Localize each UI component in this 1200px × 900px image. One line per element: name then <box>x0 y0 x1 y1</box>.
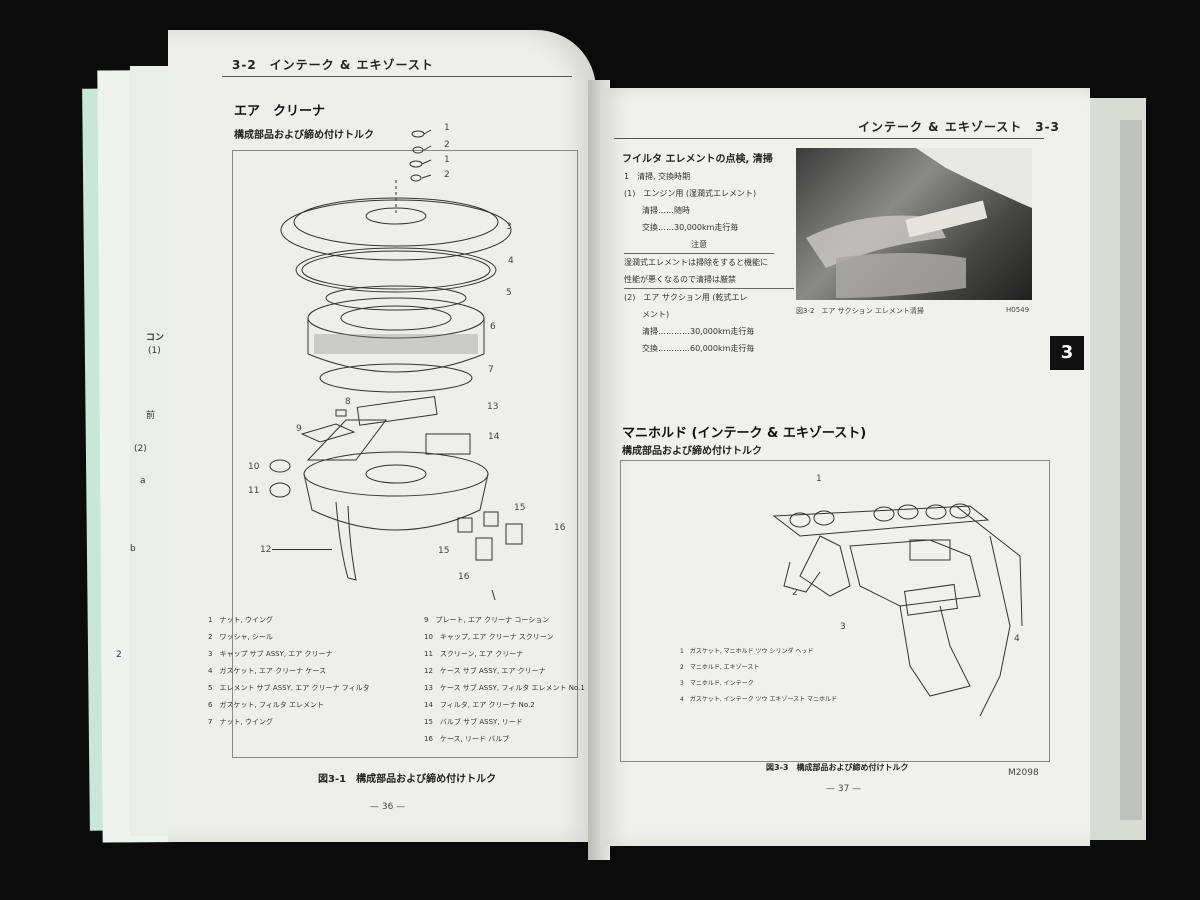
parts-list-item: 2 ワッシャ, シール <box>208 633 273 641</box>
right-header-rule <box>614 138 1044 139</box>
callout-number: 14 <box>488 432 500 442</box>
air-cleaner-diagram <box>269 129 523 600</box>
callout-number: 1 <box>444 155 450 165</box>
parts-list-item: 16 ケース, リード バルブ <box>424 735 510 743</box>
filter-line: 湿潤式エレメントは掃除をすると機能に <box>624 258 768 267</box>
filter-note-label: 注意 <box>624 236 774 254</box>
leader-line <box>272 549 332 550</box>
figure-caption: 図3-1 構成部品および締め付けトルク <box>318 774 497 785</box>
callout-number: 15 <box>438 546 450 556</box>
under-fragment: コン <box>146 333 165 343</box>
right-section-header: インテーク & エキゾースト 3-3 <box>858 120 1060 134</box>
manifold-figure-frame <box>620 460 1050 762</box>
callout-number: 16 <box>554 523 566 533</box>
callout-number: 6 <box>490 322 496 332</box>
callout-number: 15 <box>514 503 526 513</box>
callout-number: 2 <box>444 140 450 150</box>
right-page-edge-shadow <box>1120 120 1142 820</box>
filter-line: (2) エア サクション用 (乾式エレ <box>624 288 794 306</box>
callout-number: 12 <box>260 545 272 555</box>
manifold-code: M2098 <box>1008 768 1039 778</box>
callout-number: 1 <box>444 123 450 133</box>
manifold-parts-item: 2 マニホルド, エキゾースト <box>680 664 760 671</box>
manifold-parts-item: 3 マニホルド, インテーク <box>680 680 754 687</box>
parts-list-item: 1 ナット, ウイング <box>208 616 273 624</box>
parts-list-item: 6 ガスケット, フィルタ エレメント <box>208 701 324 709</box>
callout-number: 11 <box>248 486 260 496</box>
parts-list-item: 10 キャップ, エア クリーナ スクリーン <box>424 633 554 641</box>
parts-list-item: 4 ガスケット, エア クリーナ ケース <box>208 667 327 675</box>
manifold-callout: 1 <box>816 474 822 484</box>
filter-line: 清掃…………30,000km走行毎 <box>642 327 755 336</box>
under-fragment: 2 <box>116 650 122 660</box>
parts-list-item: 11 スクリーン, エア クリーナ <box>424 650 524 658</box>
left-page <box>168 30 596 842</box>
photo-code: H0549 <box>1006 306 1030 314</box>
manifold-parts-list: 1 ガスケット, マニホルド ツウ シリンダ ヘッド 2 マニホルド, エキゾー… <box>680 644 920 708</box>
filter-line: (1) エンジン用 (湿潤式エレメント) <box>624 189 757 198</box>
filter-cleaning-photo <box>796 148 1032 300</box>
parts-list-item: 12 ケース サブ ASSY, エア クリーナ <box>424 667 546 675</box>
callout-number: 16 <box>458 572 470 582</box>
filter-line: 清掃……随時 <box>642 206 690 215</box>
parts-list-item: 14 フィルタ, エア クリーナ No.2 <box>424 701 535 709</box>
chapter-tab: 3 <box>1050 336 1084 370</box>
filter-line: 交換……30,000km走行毎 <box>642 223 739 232</box>
right-page-number: — 37 — <box>826 784 862 794</box>
manifold-diagram <box>772 503 1023 717</box>
manifold-caption: 図3-3 構成部品および締め付けトルク <box>766 763 909 772</box>
callout-number: 9 <box>296 424 302 434</box>
filter-line: 交換…………60,000km走行毎 <box>642 344 755 353</box>
parts-list-left: 1 ナット, ウイング 2 ワッシャ, シール 3 キャップ サブ ASSY, … <box>208 612 428 731</box>
callout-number: 4 <box>508 256 514 266</box>
manifold-subtitle: 構成部品および締め付けトルク <box>622 446 762 457</box>
parts-list-item: 3 キャップ サブ ASSY, エア クリーナ <box>208 650 333 658</box>
manifold-callout: 2 <box>792 588 798 598</box>
filter-line: 1 清掃, 交換時期 <box>624 172 691 181</box>
under-fragment: b <box>130 544 136 554</box>
callout-number: 5 <box>506 288 512 298</box>
manifold-title: マニホルド (インテーク & エキゾースト) <box>622 426 867 441</box>
under-fragment: 前 <box>146 411 156 421</box>
filter-instructions: 1 清掃, 交換時期 (1) エンジン用 (湿潤式エレメント) 清掃……随時 交… <box>624 168 794 357</box>
left-section-header: 3-2 インテーク & エキゾースト <box>232 58 434 72</box>
page-number: — 36 — <box>370 802 406 812</box>
hands-element-illustration <box>806 148 1032 298</box>
callout-number: 3 <box>506 222 512 232</box>
manifold-callout: 4 <box>1014 634 1020 644</box>
parts-list-item: 5 エレメント サブ ASSY, エア クリーナ フィルタ <box>208 684 370 692</box>
filter-line: メント) <box>642 310 670 319</box>
left-header-rule <box>222 76 572 77</box>
parts-list-item: 9 プレート, エア クリーナ コーション <box>424 616 550 624</box>
manifold-parts-item: 4 ガスケット, インテーク ツウ エキゾースト マニホルド <box>680 696 838 703</box>
figure-frame <box>232 150 578 758</box>
parts-list-right: 9 プレート, エア クリーナ コーション 10 キャップ, エア クリーナ ス… <box>424 612 594 748</box>
manifold-parts-item: 1 ガスケット, マニホルド ツウ シリンダ ヘッド <box>680 648 814 655</box>
photo-caption: 図3-2 エア サクション エレメント清掃 <box>796 307 924 315</box>
filter-section-title: フイルタ エレメントの点検, 清掃 <box>622 154 773 165</box>
filter-line: 性能が悪くなるので清掃は厳禁 <box>624 275 736 284</box>
parts-list-item: 15 バルブ サブ ASSY, リード <box>424 718 523 726</box>
under-fragment: (1) <box>148 346 161 356</box>
parts-list-item: 7 ナット, ウイング <box>208 718 273 726</box>
callout-number: 8 <box>345 397 351 407</box>
callout-number: 7 <box>488 365 494 375</box>
left-page-subtitle: 構成部品および締め付けトルク <box>234 130 374 141</box>
callout-number: 2 <box>444 170 450 180</box>
callout-number: 13 <box>487 402 499 412</box>
under-fragment: (2) <box>134 444 147 454</box>
manifold-callout: 3 <box>840 622 846 632</box>
parts-list-item: 13 ケース サブ ASSY, フィルタ エレメント No.1 <box>424 684 585 692</box>
under-fragment: a <box>140 476 146 486</box>
left-page-title: エア クリーナ <box>234 104 326 119</box>
callout-number: 10 <box>248 462 260 472</box>
